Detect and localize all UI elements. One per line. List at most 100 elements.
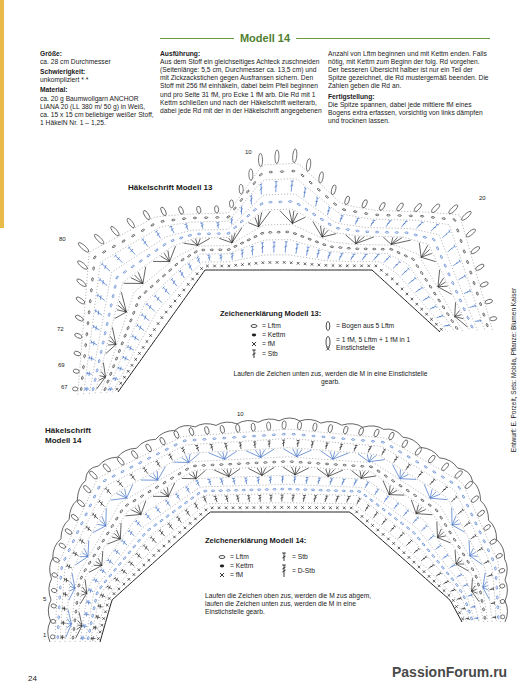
- stb-symbol: [382, 450, 385, 456]
- chain-symbol: [155, 486, 159, 489]
- stb-symbol: [159, 529, 161, 531]
- chain-symbol: [72, 636, 74, 640]
- loop-symbol: [73, 350, 81, 356]
- stb-symbol: [186, 510, 189, 516]
- fm-symbol: [371, 524, 374, 527]
- stb-symbol: [88, 527, 89, 531]
- chain-symbol: [290, 461, 293, 463]
- fm-symbol: [430, 318, 433, 321]
- stb-symbol: [105, 265, 107, 269]
- fm-symbol: [200, 267, 203, 270]
- chain-symbol: [375, 231, 378, 233]
- chain-symbol: [77, 592, 79, 596]
- stb-symbol: [384, 257, 390, 263]
- stb-symbol: [475, 304, 476, 307]
- fm-symbol: [339, 264, 342, 267]
- loop-symbol: [361, 199, 368, 209]
- chain-symbol: [93, 554, 96, 558]
- stb-symbol: [225, 445, 228, 447]
- round-line: [70, 457, 488, 642]
- loop-symbol: [76, 278, 87, 288]
- stb-symbol: [64, 578, 65, 581]
- fan-symbol: [72, 573, 75, 588]
- fm-symbol: [440, 328, 443, 331]
- chain-symbol: [109, 574, 112, 578]
- fan-symbol: [320, 226, 322, 237]
- chain-symbol: [453, 218, 457, 221]
- stb-symbol: [177, 517, 181, 523]
- stb-symbol: [188, 263, 190, 265]
- stb-symbol: [201, 225, 204, 227]
- legend-symbol: [326, 337, 330, 351]
- chain-symbol: [179, 237, 183, 240]
- stb-symbol: [393, 262, 400, 269]
- fm-symbol: [322, 506, 325, 509]
- stb-symbol: [431, 225, 438, 232]
- fan-symbol: [108, 344, 116, 346]
- chain-symbol: [470, 325, 473, 329]
- fan-symbol: [291, 467, 295, 475]
- stb-symbol: [132, 335, 133, 338]
- stb-symbol: [185, 486, 187, 488]
- stb-symbol: [487, 575, 491, 577]
- chain-symbol: [339, 247, 343, 249]
- stb-symbol: [178, 518, 180, 521]
- loop-symbol: [441, 462, 450, 472]
- chain-symbol: [91, 614, 93, 618]
- fm-symbol: [128, 578, 131, 581]
- stb-symbol: [210, 446, 213, 448]
- fan-symbol: [421, 257, 436, 261]
- fm-symbol: [425, 313, 428, 316]
- chain-symbol: [300, 235, 304, 238]
- fm-symbol: [329, 506, 332, 509]
- stb-symbol: [88, 372, 90, 376]
- stb-symbol: [194, 502, 196, 504]
- stb-symbol: [135, 520, 137, 522]
- stb-symbol: [242, 250, 243, 258]
- stb-symbol: [123, 570, 125, 574]
- fm-symbol: [146, 340, 149, 343]
- stb-symbol: [189, 264, 192, 271]
- slip-stitch-symbol: [220, 565, 224, 568]
- stb-symbol: [90, 588, 92, 592]
- loop-symbol: [52, 557, 60, 564]
- stb-symbol: [493, 617, 494, 618]
- stb-symbol: [463, 585, 467, 587]
- fan-symbol: [356, 237, 365, 244]
- stb-symbol: [330, 481, 333, 482]
- fm-symbol: [380, 269, 383, 272]
- chain-symbol: [204, 217, 207, 219]
- stb-symbol: [151, 537, 156, 543]
- chain-symbol: [75, 610, 77, 614]
- chain-symbol: [160, 519, 164, 522]
- stb-symbol: [425, 298, 427, 300]
- chain-symbol: [217, 233, 220, 235]
- fm-symbol: [418, 566, 421, 569]
- stb-symbol: [275, 185, 278, 187]
- stb-symbol: [145, 315, 146, 319]
- fan-symbol: [79, 612, 82, 625]
- chain-symbol: [330, 246, 334, 248]
- fm-symbol: [455, 605, 458, 608]
- stb-symbol: [258, 478, 260, 484]
- chain-symbol: [422, 543, 425, 547]
- stb-symbol: [179, 270, 181, 272]
- stb-symbol: [481, 547, 482, 550]
- fan-symbol: [400, 478, 416, 480]
- chain-symbol: [240, 242, 244, 245]
- stb-symbol: [144, 241, 146, 244]
- stb-symbol: [339, 254, 342, 260]
- chain-symbol: [207, 233, 210, 235]
- chain-symbol: [423, 236, 427, 238]
- stb-symbol: [297, 441, 299, 447]
- chain-symbol: [277, 231, 280, 233]
- stb-symbol: [283, 440, 284, 446]
- chain-symbol: [219, 490, 222, 492]
- fm-symbol: [262, 261, 265, 264]
- stb-symbol: [390, 526, 395, 531]
- fm-symbol: [311, 263, 314, 266]
- stb-symbol: [328, 252, 331, 253]
- fm-symbol: [169, 305, 172, 308]
- stb-symbol: [155, 461, 158, 462]
- stb-symbol: [270, 497, 273, 499]
